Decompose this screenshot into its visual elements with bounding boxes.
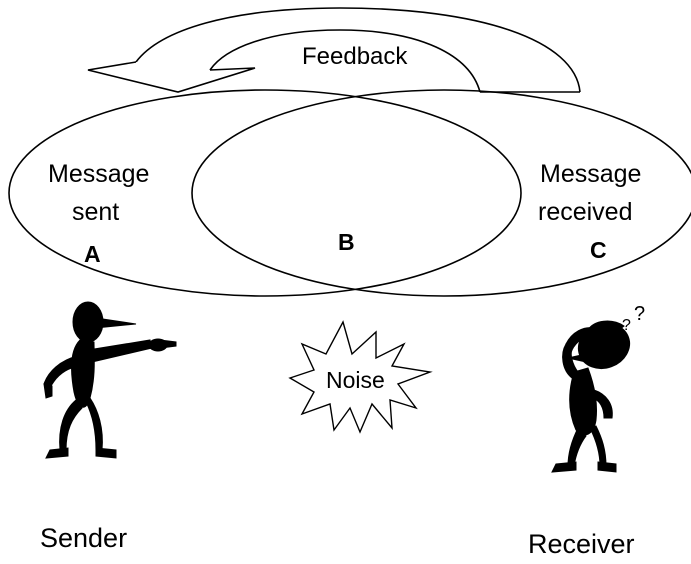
pointing-person-icon bbox=[43, 301, 177, 459]
message-sent-label-line2: sent bbox=[72, 198, 119, 226]
message-received-label-line1: Message bbox=[540, 160, 641, 188]
feedback-label: Feedback bbox=[302, 43, 408, 70]
question-mark-large: ? bbox=[634, 303, 645, 325]
message-received-label-line2: received bbox=[538, 198, 633, 226]
region-a-label: A bbox=[84, 241, 101, 267]
message-sent-ellipse bbox=[8, 89, 522, 297]
confused-person-icon bbox=[551, 320, 631, 473]
region-b-label: B bbox=[338, 229, 355, 255]
question-mark-small: ? bbox=[622, 317, 631, 334]
noise-label: Noise bbox=[326, 367, 385, 393]
sender-label: Sender bbox=[40, 523, 127, 553]
receiver-label: Receiver bbox=[528, 529, 635, 559]
message-sent-label-line1: Message bbox=[48, 160, 149, 188]
noise-burst-icon bbox=[288, 320, 433, 434]
region-c-label: C bbox=[590, 237, 607, 263]
message-received-ellipse bbox=[191, 89, 691, 297]
feedback-arrow bbox=[87, 7, 581, 93]
